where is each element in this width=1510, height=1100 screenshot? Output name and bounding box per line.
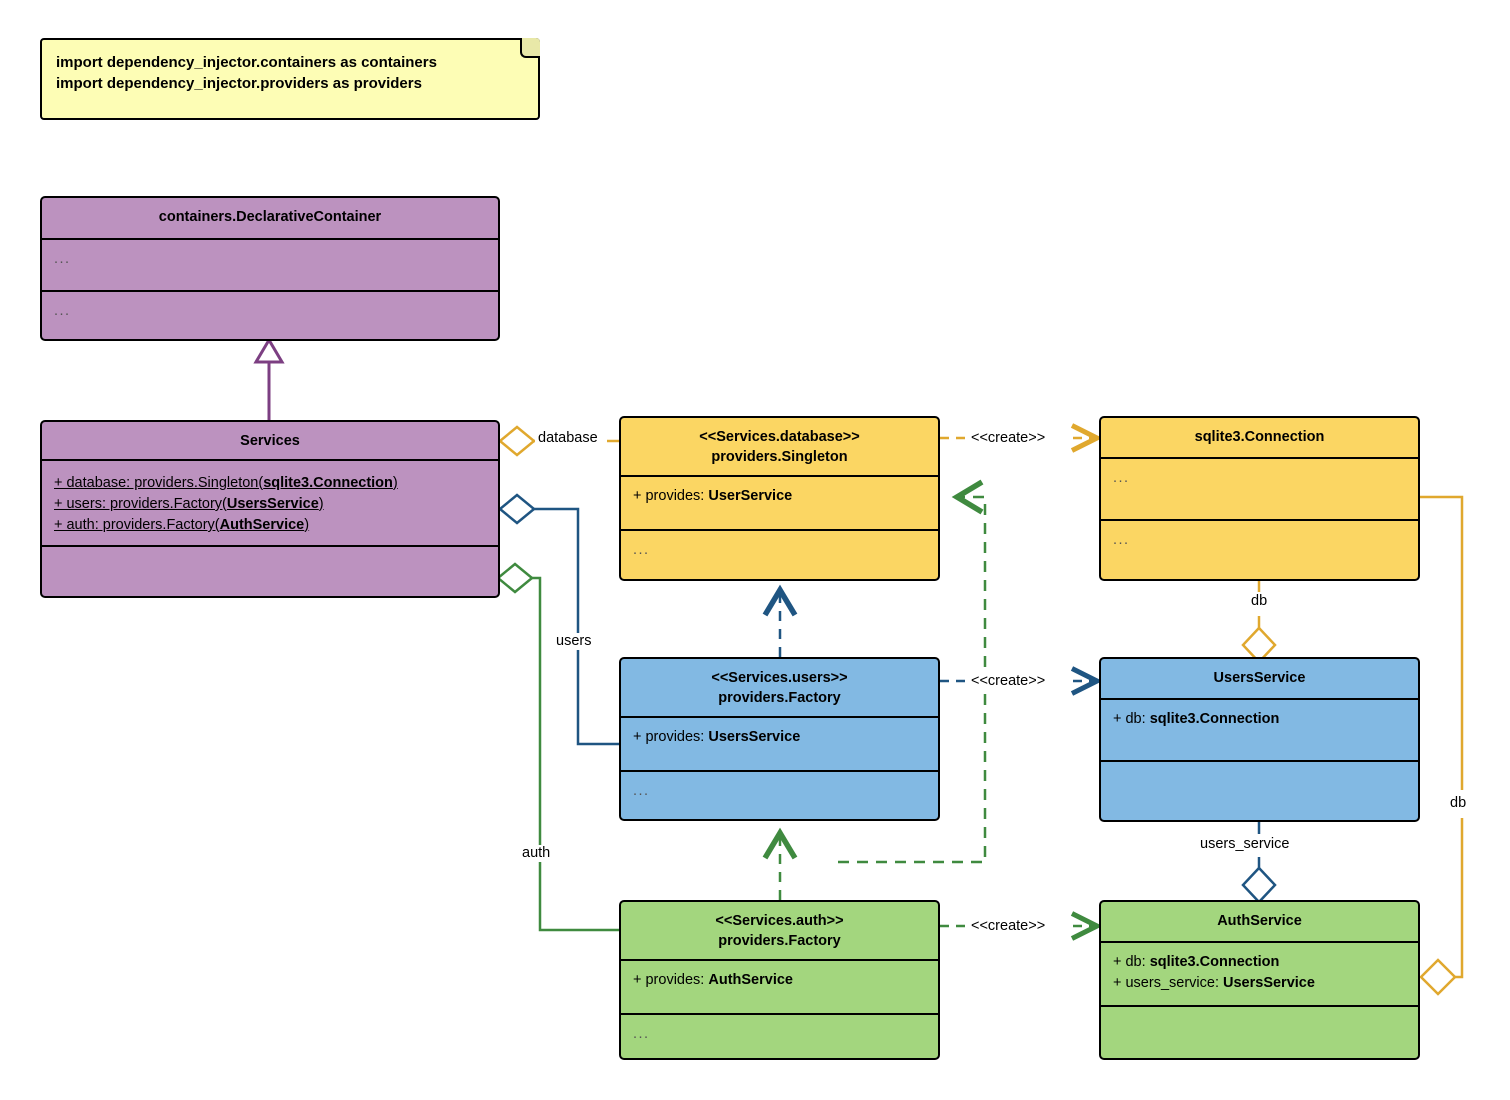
attribute-users-suffix: ) (318, 496, 324, 512)
attribute-provides-auth: + provides: AuthService (633, 970, 928, 991)
attribute-provides-users-prefix: + provides: (633, 729, 709, 745)
attribute-database-prefix: + database: providers.Singleton( (54, 475, 264, 491)
stereotype-services-auth: <<Services.auth>> (715, 913, 844, 929)
methods-compartment-services-users: ... (621, 770, 938, 819)
attribute-users: + users: providers.Factory(UsersService) (54, 494, 488, 515)
stereotype-services-users: <<Services.users>> (711, 670, 848, 686)
typename-services-auth: providers.Factory (718, 933, 841, 949)
attributes-compartment-declarative-container: ... (54, 251, 71, 267)
edge-label-db-auth-service: db (1447, 795, 1470, 812)
note-fold-icon (520, 38, 540, 58)
attributes-compartment-services-database: + provides: UserService (621, 477, 938, 529)
class-services[interactable]: Services + database: providers.Singleton… (40, 420, 500, 598)
import-note: import dependency_injector.containers as… (40, 38, 540, 120)
stereotype-services-database: <<Services.database>> (699, 429, 860, 445)
attribute-database-suffix: ) (392, 475, 398, 491)
methods-compartment-declarative-container: ... (42, 290, 498, 339)
class-title-services: Services (42, 422, 498, 461)
edge-label-create-auth: <<create>> (968, 918, 1049, 935)
attributes-compartment-services: + database: providers.Singleton(sqlite3.… (42, 461, 498, 545)
attribute-provides-database: + provides: UserService (633, 486, 928, 507)
attribute-users-service-auth-service: + users_service: UsersService (1113, 973, 1408, 994)
attributes-compartment-auth-service: + db: sqlite3.Connection + users_service… (1101, 943, 1418, 1005)
attributes-compartment-services-users: + provides: UsersService (621, 718, 938, 770)
class-users-service[interactable]: UsersService + db: sqlite3.Connection (1099, 657, 1420, 822)
edge-label-db-users-service: db (1248, 593, 1271, 610)
methods-compartment-services-database: ... (621, 529, 938, 579)
class-services-users-provider[interactable]: <<Services.users>> providers.Factory + p… (619, 657, 940, 821)
methods-compartment-users-service (1101, 760, 1418, 820)
attribute-db-auth-service: + db: sqlite3.Connection (1113, 952, 1408, 973)
attribute-provides-auth-prefix: + provides: (633, 972, 709, 988)
edge-services-inherits-declarativecontainer (253, 337, 285, 424)
attribute-provides-database-prefix: + provides: (633, 488, 709, 504)
attribute-db-auth-service-prefix: + db: (1113, 954, 1150, 970)
attribute-db-users-service: + db: sqlite3.Connection (1113, 709, 1408, 730)
methods-compartment-sqlite3-connection: ... (1101, 519, 1418, 579)
methods-compartment-services-auth: ... (621, 1013, 938, 1058)
class-title-users-service: UsersService (1101, 659, 1418, 700)
edge-label-create-users: <<create>> (968, 673, 1049, 690)
edge-usersservice-authservice (1241, 822, 1277, 904)
attributes-compartment-sqlite3-connection: ... (1113, 470, 1130, 486)
methods-compartment-auth-service (1101, 1005, 1418, 1058)
attribute-db-users-service-type: sqlite3.Connection (1149, 711, 1280, 727)
edge-services-users (498, 493, 619, 746)
note-line-1: import dependency_injector.containers as… (56, 54, 437, 71)
attribute-provides-users-type: UsersService (708, 729, 801, 745)
attribute-db-users-service-prefix: + db: (1113, 711, 1150, 727)
edge-db-authservice (1419, 495, 1464, 996)
attribute-users-service-auth-service-type: UsersService (1223, 975, 1315, 991)
attribute-auth: + auth: providers.Factory(AuthService) (54, 515, 488, 536)
class-title-services-users-provider: <<Services.users>> providers.Factory (621, 659, 938, 718)
typename-services-users: providers.Factory (718, 690, 841, 706)
typename-services-database: providers.Singleton (711, 449, 848, 465)
edge-services-auth (496, 562, 619, 932)
attribute-db-auth-service-type: sqlite3.Connection (1149, 954, 1280, 970)
attribute-users-service-auth-service-prefix: + users_service: (1113, 975, 1224, 991)
attribute-database-type: sqlite3.Connection (263, 475, 393, 491)
note-line-2: import dependency_injector.providers as … (56, 75, 422, 92)
edge-label-auth: auth (519, 845, 554, 862)
methods-compartment-services (42, 545, 498, 596)
attribute-provides-auth-type: AuthService (708, 972, 793, 988)
attribute-provides-database-type: UserService (708, 488, 793, 504)
attribute-users-prefix: + users: providers.Factory( (54, 496, 227, 512)
attributes-compartment-users-service: + db: sqlite3.Connection (1101, 700, 1418, 760)
class-services-database-provider[interactable]: <<Services.database>> providers.Singleto… (619, 416, 940, 581)
attribute-database: + database: providers.Singleton(sqlite3.… (54, 473, 488, 494)
attribute-provides-users: + provides: UsersService (633, 727, 928, 748)
attribute-auth-type: AuthService (219, 517, 305, 533)
class-title-services-database-provider: <<Services.database>> providers.Singleto… (621, 418, 938, 477)
attribute-auth-prefix: + auth: providers.Factory( (54, 517, 220, 533)
edge-label-users-service: users_service (1197, 836, 1293, 853)
class-declarative-container[interactable]: containers.DeclarativeContainer ... ... (40, 196, 500, 341)
attribute-auth-suffix: ) (304, 517, 310, 533)
class-auth-service[interactable]: AuthService + db: sqlite3.Connection + u… (1099, 900, 1420, 1060)
class-title-declarative-container: containers.DeclarativeContainer (42, 198, 498, 240)
class-title-sqlite3-connection: sqlite3.Connection (1101, 418, 1418, 459)
edge-label-users: users (553, 633, 595, 650)
attributes-compartment-services-auth: + provides: AuthService (621, 961, 938, 1013)
class-services-auth-provider[interactable]: <<Services.auth>> providers.Factory + pr… (619, 900, 940, 1060)
class-title-services-auth-provider: <<Services.auth>> providers.Factory (621, 902, 938, 961)
class-sqlite3-connection[interactable]: sqlite3.Connection ... ... (1099, 416, 1420, 581)
edge-label-create-database: <<create>> (968, 430, 1049, 447)
attribute-users-type: UsersService (226, 496, 319, 512)
edge-label-database: database (535, 430, 601, 447)
class-title-auth-service: AuthService (1101, 902, 1418, 943)
